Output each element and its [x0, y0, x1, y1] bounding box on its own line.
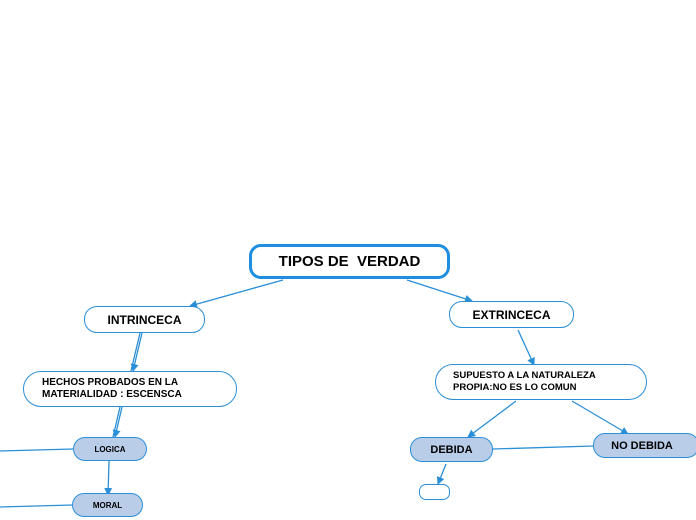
node-logica[interactable]: LOGICA: [73, 437, 147, 461]
edge-hechos-logica: [112, 406, 123, 438]
node-extrinceca-label: EXTRINCECA: [472, 307, 551, 322]
node-extrinceca[interactable]: EXTRINCECA: [449, 301, 574, 328]
edge-supuesto-debida: [467, 400, 517, 438]
node-moral[interactable]: MORAL: [72, 493, 143, 517]
edge-hechos-logica-secondary: [112, 406, 121, 438]
edge-extrinceca-supuesto: [517, 329, 535, 366]
node-supuesto-label: SUPUESTO A LA NATURALEZA PROPIA:NO ES LO…: [453, 370, 596, 393]
edge-debida-nodebida: [492, 445, 595, 450]
node-moral-label: MORAL: [92, 500, 123, 510]
node-empty[interactable]: [419, 484, 450, 500]
edge-debida-empty: [436, 463, 447, 485]
node-intrinceca[interactable]: INTRINCECA: [84, 306, 205, 333]
node-hechos-label: HECHOS PROBADOS EN LA MATERIALIDAD : ESC…: [42, 377, 182, 400]
node-debida[interactable]: DEBIDA: [410, 437, 493, 462]
edge-root-extrinceca: [406, 279, 473, 303]
root-node-label: TIPOS DE VERDAD: [278, 253, 421, 270]
node-no-debida[interactable]: NO DEBIDA: [593, 433, 696, 458]
node-supuesto[interactable]: SUPUESTO A LA NATURALEZA PROPIA:NO ES LO…: [435, 364, 647, 400]
node-hechos-probados[interactable]: HECHOS PROBADOS EN LA MATERIALIDAD : ESC…: [23, 371, 237, 407]
node-intrinceca-label: INTRINCECA: [107, 312, 182, 327]
edge-root-intrinceca: [189, 279, 284, 308]
edge-intrinceca-hechos: [130, 332, 143, 372]
root-node-tipos-de-verdad[interactable]: TIPOS DE VERDAD: [249, 244, 450, 279]
edge-moral-offscreen: [0, 504, 73, 508]
node-logica-label: LOGICA: [94, 444, 126, 454]
edge-supuesto-nodebida: [571, 400, 629, 435]
edge-logica-moral: [104, 460, 113, 496]
edge-logica-offscreen: [0, 448, 74, 452]
edge-intrinceca-hechos-secondary: [130, 332, 141, 372]
node-debida-label: DEBIDA: [430, 443, 473, 456]
node-no-debida-label: NO DEBIDA: [611, 439, 673, 452]
